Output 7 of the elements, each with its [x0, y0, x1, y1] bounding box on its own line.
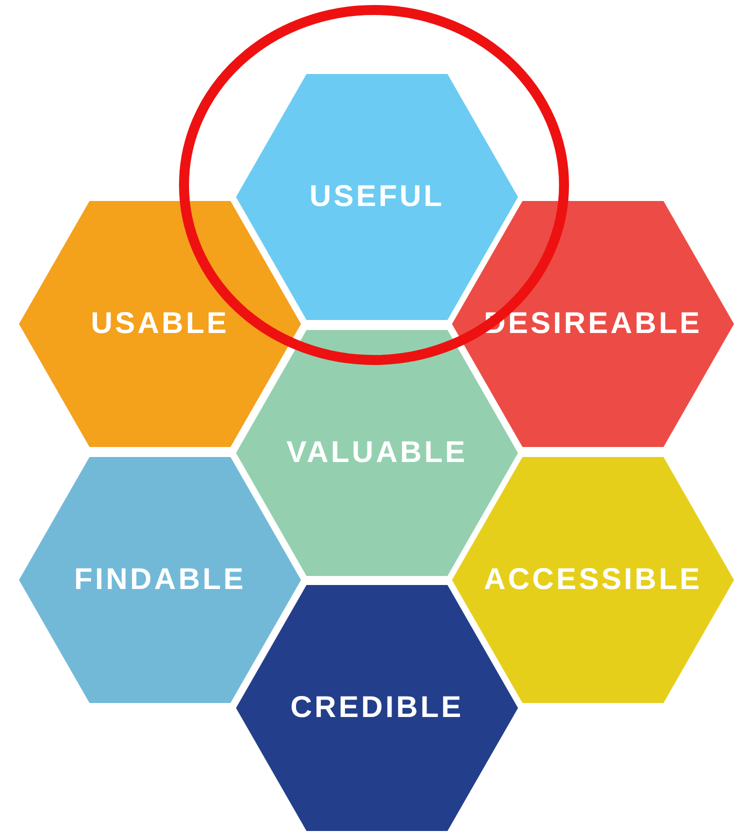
hexagon-label: VALUABLE — [286, 436, 468, 470]
hexagon-label: DESIREABLE — [484, 307, 702, 341]
hexagon-label: ACCESSIBLE — [484, 563, 702, 597]
hexagon-label: CREDIBLE — [290, 691, 464, 725]
hexagon-label: USABLE — [90, 307, 230, 341]
hexagon-label: USEFUL — [310, 180, 444, 214]
hexagon-label: FINDABLE — [74, 563, 246, 597]
